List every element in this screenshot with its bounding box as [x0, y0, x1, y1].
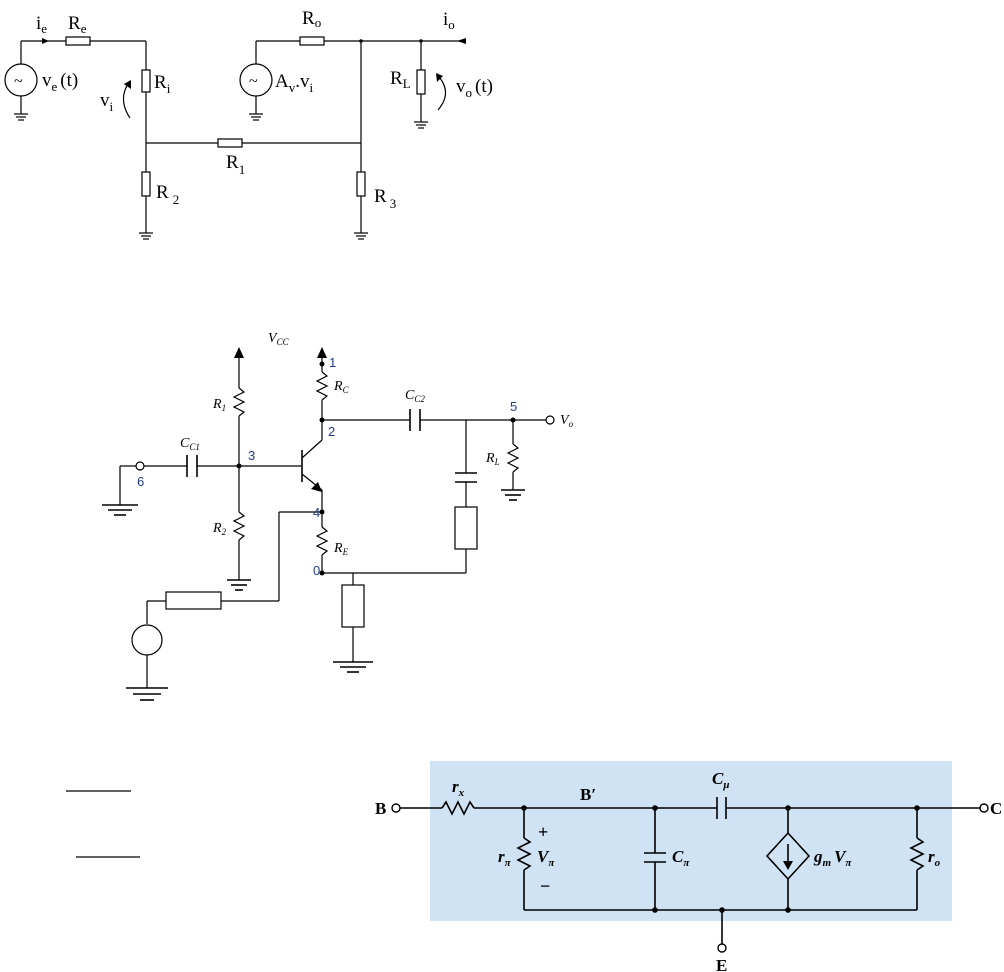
- label-vo: vo(t): [456, 76, 493, 100]
- ground-symbol: [354, 233, 368, 239]
- resistor-ro: [300, 37, 324, 45]
- resistor-r3: [357, 172, 365, 196]
- ground-symbol: [333, 662, 373, 672]
- label-rc: RC: [333, 379, 350, 395]
- source-tilde: ~: [249, 73, 258, 90]
- label-b: B: [375, 799, 386, 818]
- node-number-3: 3: [248, 448, 255, 463]
- load-impedance-box: [455, 507, 477, 549]
- label-minus: −: [540, 876, 550, 896]
- ground-symbol: [14, 114, 28, 120]
- node-number-2: 2: [328, 424, 335, 439]
- vi-arrow-icon: [124, 80, 131, 89]
- label-r2: R2: [212, 521, 227, 537]
- terminal-e: [718, 944, 726, 952]
- terminal-b: [392, 804, 400, 812]
- resistor-re: [317, 527, 327, 555]
- vo-curve: [438, 78, 446, 110]
- vcc-arrow-icon: [234, 347, 244, 358]
- emitter-impedance-box: [342, 585, 364, 627]
- signal-source: [132, 625, 162, 655]
- label-plus: +: [538, 822, 548, 842]
- label-cc1: CC1: [180, 436, 200, 452]
- label-r1: R1: [212, 397, 226, 413]
- shaded-panel: [430, 761, 952, 921]
- ground-symbol: [102, 505, 138, 515]
- label-cc2: CC2: [405, 388, 425, 404]
- io-arrow-icon: [457, 38, 466, 44]
- label-av-vi: Av.vi: [275, 71, 313, 95]
- ground-symbol: [249, 114, 263, 120]
- resistor-re: [66, 37, 90, 45]
- ground-symbol: [501, 490, 525, 500]
- label-vo: Vo: [560, 413, 574, 429]
- label-ve: ve(t): [42, 70, 78, 94]
- ground-symbol: [414, 122, 428, 128]
- label-re: RE: [333, 541, 349, 557]
- output-terminal: [546, 416, 554, 424]
- input-source: ~: [5, 41, 37, 120]
- label-re: Re: [68, 13, 87, 36]
- resistor-r2: [142, 172, 150, 196]
- diagram-1-two-port-model: ~: [5, 8, 493, 239]
- input-terminal: [136, 462, 144, 470]
- source-resistor-box: [166, 592, 221, 609]
- label-ie: ie: [36, 13, 47, 36]
- label-io: io: [443, 9, 455, 32]
- vi-curve: [123, 84, 130, 118]
- label-c: C: [990, 799, 1002, 818]
- source-tilde: ~: [14, 73, 23, 90]
- resistor-ri: [142, 70, 150, 92]
- ie-arrow-icon: [42, 38, 49, 44]
- label-vi: vi: [100, 90, 114, 114]
- node-number-6: 6: [137, 474, 144, 489]
- label-vcc: VCC: [268, 331, 290, 347]
- resistor-r1: [234, 388, 244, 416]
- resistor-r1: [218, 139, 242, 147]
- node-number-4: 4: [313, 505, 320, 520]
- node-number-5: 5: [510, 399, 517, 414]
- ground-symbol: [126, 688, 168, 700]
- label-b-prime: B′: [580, 785, 596, 804]
- ground-symbol: [227, 580, 251, 590]
- label-e: E: [716, 956, 727, 972]
- resistor-rc: [317, 372, 327, 400]
- label-ro: Ro: [302, 8, 321, 30]
- ground-symbol: [139, 233, 153, 239]
- resistor-r2: [234, 512, 244, 540]
- node-number-1: 1: [329, 355, 336, 370]
- terminal-c: [980, 804, 988, 812]
- label-rl: RL: [390, 68, 411, 91]
- label-ri: Ri: [154, 72, 171, 96]
- node-number-0: 0: [313, 563, 320, 578]
- resistor-rl: [417, 70, 425, 94]
- label-r1: R1: [226, 152, 245, 177]
- npn-transistor: [302, 440, 322, 492]
- label-rl: RL: [485, 451, 500, 467]
- vcc-arrow-icon: [317, 347, 327, 358]
- resistor-rl: [508, 444, 518, 472]
- emitter-arrow-icon: [311, 482, 322, 492]
- diagram-2-amplifier-circuit: VCC R1 R2 RC RE RL CC1 CC2 Vo 1 2 3 4 5 …: [102, 331, 574, 700]
